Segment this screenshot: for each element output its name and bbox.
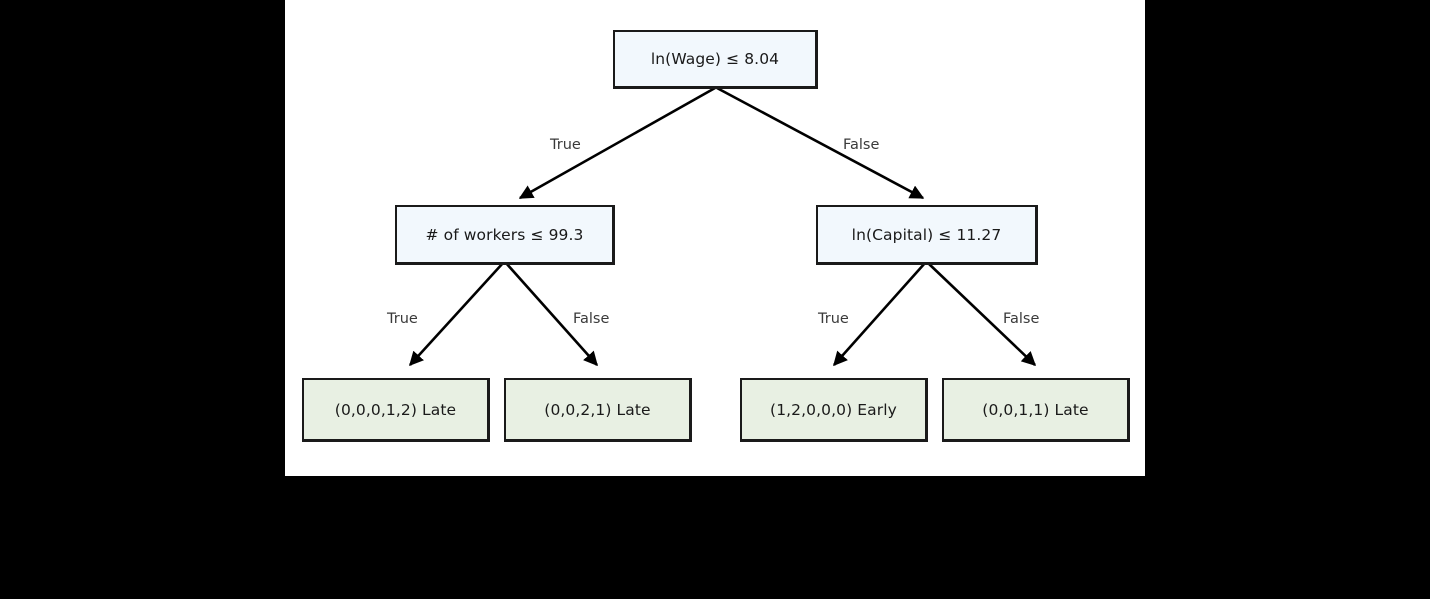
decision-node-capital-label: ln(Capital) ≤ 11.27 bbox=[851, 225, 1002, 244]
edge-root-true bbox=[518, 86, 716, 200]
edge-layer bbox=[409, 86, 1037, 367]
leaf-node-3-label: (1,2,0,0,0) Early bbox=[770, 400, 897, 419]
leaf-node-3: (1,2,0,0,0) Early bbox=[740, 378, 928, 442]
edge-label-workers-true: True bbox=[387, 311, 418, 327]
decision-node-capital: ln(Capital) ≤ 11.27 bbox=[816, 205, 1038, 265]
edge-label-capital-false: False bbox=[1003, 311, 1040, 327]
leaf-node-4: (0,0,1,1) Late bbox=[942, 378, 1130, 442]
leaf-node-2: (0,0,2,1) Late bbox=[504, 378, 692, 442]
edge-capital-true bbox=[833, 262, 926, 367]
leaf-node-1: (0,0,0,1,2) Late bbox=[302, 378, 490, 442]
edge-capital-false bbox=[927, 262, 1037, 366]
decision-node-workers-label: # of workers ≤ 99.3 bbox=[425, 225, 584, 244]
leaf-node-2-label: (0,0,2,1) Late bbox=[544, 400, 651, 419]
decision-node-root: ln(Wage) ≤ 8.04 bbox=[613, 30, 818, 89]
edge-label-root-true: True bbox=[550, 137, 581, 153]
edge-label-root-false: False bbox=[843, 137, 880, 153]
diagram-canvas: ln(Wage) ≤ 8.04 # of workers ≤ 99.3 ln(C… bbox=[285, 0, 1145, 476]
leaf-node-1-label: (0,0,0,1,2) Late bbox=[334, 400, 457, 419]
edge-root-false bbox=[716, 86, 925, 200]
decision-node-root-label: ln(Wage) ≤ 8.04 bbox=[650, 50, 780, 68]
leaf-node-4-label: (0,0,1,1) Late bbox=[982, 400, 1089, 419]
decision-node-workers: # of workers ≤ 99.3 bbox=[395, 205, 615, 265]
edge-label-capital-true: True bbox=[818, 311, 849, 327]
edge-workers-true bbox=[409, 262, 504, 367]
edge-workers-false bbox=[505, 262, 598, 367]
edge-label-workers-false: False bbox=[573, 311, 610, 327]
